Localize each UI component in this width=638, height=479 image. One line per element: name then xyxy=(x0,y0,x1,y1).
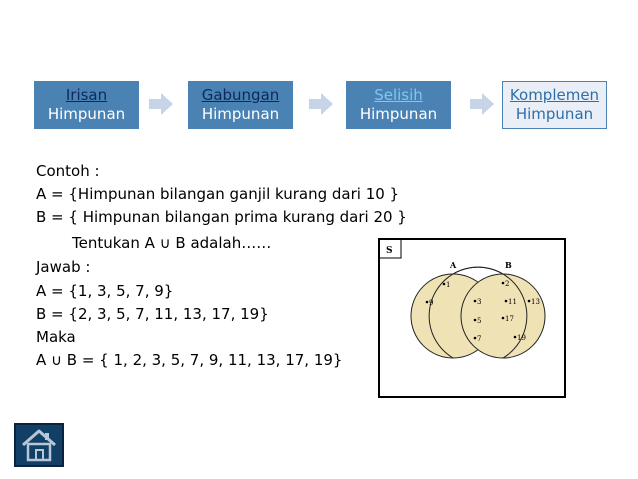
flow-box-komplemen[interactable]: Komplemen Himpunan xyxy=(502,81,607,129)
element-a-only: 9 xyxy=(429,299,433,307)
element-intersection: 7 xyxy=(477,335,481,343)
union-result: A ∪ B = { 1, 2, 3, 5, 7, 9, 11, 13, 17, … xyxy=(36,351,343,369)
venn-diagram: S A B 1 9 3 5 7 2 11 13 17 19 xyxy=(378,238,566,398)
universe-label-box xyxy=(380,240,402,259)
flow-box-title: Komplemen xyxy=(509,86,600,104)
set-a-definition: A = {Himpunan bilangan ganjil kurang dar… xyxy=(36,185,400,203)
element-intersection: 5 xyxy=(477,317,481,325)
home-button[interactable] xyxy=(14,423,64,467)
flow-box-title: Selisih xyxy=(374,86,423,104)
arrow-icon xyxy=(470,93,494,115)
example-heading: Contoh : xyxy=(36,162,100,180)
element-b-only: 17 xyxy=(505,315,514,323)
flow-box-selisih[interactable]: Selisih Himpunan xyxy=(346,81,451,129)
arrow-icon xyxy=(149,93,173,115)
set-b-definition: B = { Himpunan bilangan prima kurang dar… xyxy=(36,208,407,226)
element-b-only: 2 xyxy=(505,280,509,288)
flow-box-title: Irisan xyxy=(65,86,108,104)
universe-label: S xyxy=(386,246,393,256)
answer-heading: Jawab : xyxy=(36,258,91,276)
flow-box-subtitle: Himpunan xyxy=(201,105,280,123)
flow-box-title: Gabungan xyxy=(201,86,280,104)
question-text: Tentukan A ∪ B adalah…… xyxy=(72,234,272,252)
element-b-only: 11 xyxy=(508,298,517,306)
element-intersection: 3 xyxy=(477,298,481,306)
circle-b-label: B xyxy=(505,260,512,270)
conclusion-label: Maka xyxy=(36,328,76,346)
circle-b xyxy=(460,273,546,359)
home-icon xyxy=(22,429,56,462)
flow-box-subtitle: Himpunan xyxy=(47,105,126,123)
flow-box-irisan[interactable]: Irisan Himpunan xyxy=(34,81,139,129)
flow-box-gabungan[interactable]: Gabungan Himpunan xyxy=(188,81,293,129)
element-b-only: 13 xyxy=(531,298,540,306)
set-b-members: B = {2, 3, 5, 7, 11, 13, 17, 19} xyxy=(36,305,269,323)
flow-box-subtitle: Himpunan xyxy=(359,105,438,123)
arrow-icon xyxy=(309,93,333,115)
set-a-members: A = {1, 3, 5, 7, 9} xyxy=(36,282,174,300)
circle-a-label: A xyxy=(449,260,457,270)
venn-canvas: S A B 1 9 3 5 7 2 11 13 17 19 xyxy=(380,240,546,359)
element-a-only: 1 xyxy=(446,281,450,289)
element-b-only: 19 xyxy=(517,334,526,342)
flow-box-subtitle: Himpunan xyxy=(515,105,594,123)
